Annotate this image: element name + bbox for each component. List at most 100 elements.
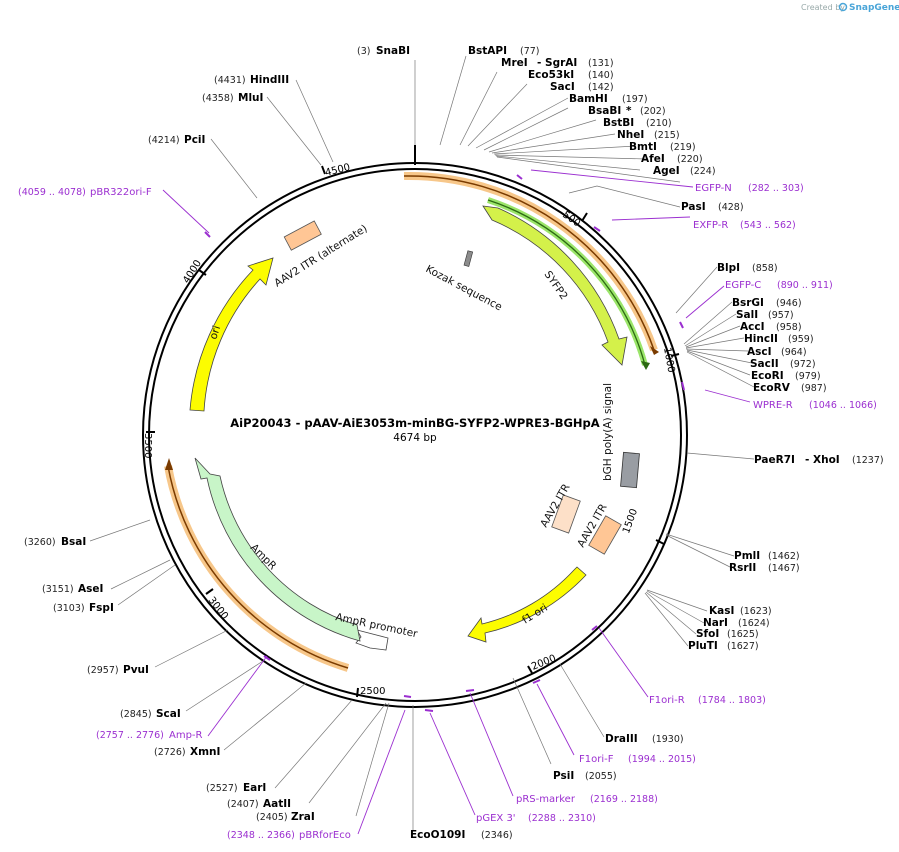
orange-arc-top-right-arrow [650, 346, 659, 355]
enzyme-sfoi[interactable]: SfoI [696, 628, 719, 640]
primer-egfp-n[interactable]: EGFP-N [695, 183, 732, 194]
enzyme-asci[interactable]: AscI [747, 346, 772, 358]
primer-f1ori-f[interactable]: F1ori-F [579, 754, 614, 765]
enzyme-scai[interactable]: ScaI [156, 708, 181, 720]
label-bgh-polya: bGH poly(A) signal [602, 383, 614, 481]
enzyme-pos-ecoo109i: (2346) [481, 830, 513, 841]
label-syfp2: SYFP2 [542, 269, 570, 302]
feature-f1-ori[interactable] [467, 566, 587, 643]
feature-syfp2[interactable] [482, 205, 628, 366]
feature-kozak[interactable] [463, 250, 474, 267]
enzyme-psii[interactable]: PsiI [553, 770, 574, 782]
feature-aav2-itr-alternate[interactable] [283, 220, 322, 251]
primer-exfp-r[interactable]: EXFP-R [693, 220, 728, 231]
enzyme-aatii[interactable]: AatII [263, 798, 291, 810]
enzyme-pos-bsrgi: (946) [776, 298, 802, 309]
enzyme-nari[interactable]: NarI [703, 617, 728, 629]
enzyme-pos-ecori: (979) [795, 371, 821, 382]
ruler-2500: 2500 [360, 686, 385, 697]
enzyme-pos-scai: (2845) [120, 709, 152, 720]
feature-ori[interactable] [189, 257, 274, 412]
enzyme-ecoo109i[interactable]: EcoO109I [410, 829, 465, 841]
enzyme-eari[interactable]: EarI [243, 782, 266, 794]
enzyme-ecorv[interactable]: EcoRV [753, 382, 791, 394]
enzyme-bsrgi[interactable]: BsrGI [732, 297, 764, 309]
enzyme-mrei[interactable]: MreI [501, 57, 528, 69]
primer-pos-f1ori-f: (1994 .. 2015) [628, 754, 696, 765]
green-cds-line-core [487, 199, 646, 366]
enzyme-pasi[interactable]: PasI [681, 201, 706, 213]
enzyme-pos-pmli: (1462) [768, 551, 800, 562]
enzyme-bmti[interactable]: BmtI [629, 141, 657, 153]
enzyme-mlui[interactable]: MluI [238, 92, 263, 104]
enzyme-bsabi[interactable]: BsaBI [588, 105, 621, 117]
enzyme-pos-pvui: (2957) [87, 665, 119, 676]
plasmid-size: 4674 bp [393, 432, 437, 444]
enzyme-draiii[interactable]: DraIII [605, 733, 638, 745]
enzyme-xmni[interactable]: XmnI [190, 746, 220, 758]
enzyme-pcii[interactable]: PciI [184, 134, 205, 146]
primer-wpre-r[interactable]: WPRE-R [753, 400, 793, 411]
enzyme-xhoi[interactable]: - XhoI [805, 454, 840, 466]
enzyme-pmli[interactable]: PmlI [734, 550, 760, 562]
enzyme-hincii[interactable]: HincII [744, 333, 778, 345]
enzyme-pos-blpi: (858) [752, 263, 778, 274]
orange-arc-top-right-line [403, 175, 655, 351]
enzyme-pvui[interactable]: PvuI [123, 664, 149, 676]
snapgene-brand: SnapGene [849, 3, 899, 13]
label-kozak: Kozak sequence [424, 263, 504, 313]
snapgene-logo-icon [838, 2, 848, 12]
enzyme-bstbi[interactable]: BstBI [603, 117, 634, 129]
enzyme-pos-psii: (2055) [585, 771, 617, 782]
enzyme-saci[interactable]: SacI [550, 81, 575, 93]
enzyme-bsabi-star: * [626, 105, 632, 117]
enzyme-rsrii[interactable]: RsrII [729, 562, 756, 574]
enzyme-blpi[interactable]: BlpI [717, 262, 740, 274]
enzyme-pos-acci: (958) [776, 322, 802, 333]
orange-arc-bottom-left-line [167, 465, 349, 669]
primer-f1ori-r[interactable]: F1ori-R [649, 695, 685, 706]
enzyme-pos-sfoi: (1625) [727, 629, 759, 640]
enzyme-kasi[interactable]: KasI [709, 605, 734, 617]
enzyme-pos-kasi: (1623) [740, 606, 772, 617]
primer-amp-r[interactable]: Amp-R [169, 730, 203, 741]
enzyme-snabi[interactable]: SnaBI [376, 45, 410, 57]
enzyme-bstapi[interactable]: BstAPI [468, 45, 507, 57]
enzyme-pluti[interactable]: PluTI [688, 640, 718, 652]
primer-pbrforeco[interactable]: pBRforEco [299, 830, 351, 841]
enzyme-pos-eari: (2527) [206, 783, 238, 794]
enzyme-bsai[interactable]: BsaI [61, 536, 86, 548]
enzyme-zrai[interactable]: ZraI [291, 811, 315, 823]
enzyme-pos-zrai: (2405) [256, 812, 288, 823]
primer-leader-lines [162, 169, 751, 835]
feature-aav2-itr-1[interactable] [551, 494, 581, 534]
ruler-3000: 3000 [206, 595, 230, 622]
enzyme-pos-asci: (964) [781, 347, 807, 358]
primer-pos-prs-marker: (2169 .. 2188) [590, 794, 658, 805]
enzyme-sacii[interactable]: SacII [750, 358, 779, 370]
enzyme-bamhi[interactable]: BamHI [569, 93, 608, 105]
enzyme-pos-agei: (224) [690, 166, 716, 177]
ruler-1500: 1500 [621, 507, 640, 535]
primer-egfp-c[interactable]: EGFP-C [725, 280, 761, 291]
feature-bgh-polya[interactable] [620, 451, 640, 489]
primer-prs-marker[interactable]: pRS-marker [516, 794, 576, 805]
enzyme-hindiii[interactable]: HindIII [250, 74, 289, 86]
feature-aav2-itr-2[interactable] [588, 515, 622, 555]
enzyme-pos-pluti: (1627) [727, 641, 759, 652]
enzyme-afei[interactable]: AfeI [641, 153, 665, 165]
enzyme-paer7i[interactable]: PaeR7I [754, 454, 795, 466]
enzyme-acci[interactable]: AccI [740, 321, 764, 333]
enzyme-fspi[interactable]: FspI [89, 602, 114, 614]
enzyme-pos-bmti: (219) [670, 142, 696, 153]
enzyme-eco53ki[interactable]: Eco53kI [528, 69, 574, 81]
enzyme-asei[interactable]: AseI [78, 583, 103, 595]
enzyme-agei[interactable]: AgeI [653, 165, 680, 177]
enzyme-sgrai[interactable]: - SgrAI [537, 57, 577, 69]
enzyme-ecori[interactable]: EcoRI [751, 370, 784, 382]
feature-ampr[interactable] [194, 457, 361, 642]
enzyme-nhei[interactable]: NheI [617, 129, 644, 141]
primer-pbr322ori-f[interactable]: pBR322ori-F [90, 187, 152, 198]
enzyme-sali[interactable]: SalI [736, 309, 758, 321]
primer-pgex-3[interactable]: pGEX 3' [476, 813, 516, 824]
